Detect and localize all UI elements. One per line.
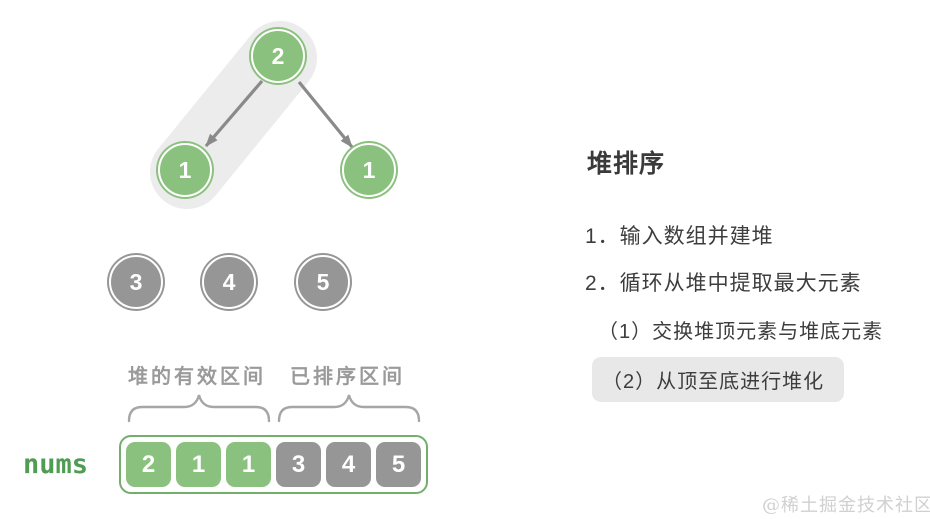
nums-array: 2 1 1 3 4 5: [119, 435, 428, 494]
edge-root-to-right-arrow: [297, 80, 354, 149]
substep-2-highlighted: （2）从顶至底进行堆化: [592, 357, 845, 402]
page-title: 堆排序: [587, 150, 666, 178]
edge-root-to-left-arrow: [204, 79, 264, 148]
tree-node-right-child: 1: [342, 143, 396, 197]
array-name-label: nums: [23, 449, 89, 480]
step-2: 2．循环从堆中提取最大元素: [585, 272, 862, 295]
extracted-node-5: 5: [296, 255, 350, 309]
tree-node-root: 2: [251, 29, 305, 83]
heap-region-label: 堆的有效区间: [128, 366, 266, 388]
array-cell: 1: [176, 442, 221, 487]
substep-1: （1）交换堆顶元素与堆底元素: [598, 321, 884, 343]
sorted-region-brace: [277, 394, 421, 423]
step-1: 1．输入数组并建堆: [585, 225, 774, 248]
array-cell: 3: [276, 442, 321, 487]
array-cell: 2: [126, 442, 171, 487]
tree-connectors-canvas: [150, 21, 354, 209]
extracted-node-3: 3: [109, 255, 163, 309]
heap-region-brace: [127, 394, 271, 423]
sorted-region-label: 已排序区间: [290, 366, 405, 388]
array-cell: 4: [326, 442, 371, 487]
tree-node-left-child: 1: [158, 143, 212, 197]
watermark: @稀土掘金技术社区: [762, 495, 930, 516]
array-cell: 1: [226, 442, 271, 487]
extracted-node-4: 4: [202, 255, 256, 309]
array-cell: 5: [376, 442, 421, 487]
